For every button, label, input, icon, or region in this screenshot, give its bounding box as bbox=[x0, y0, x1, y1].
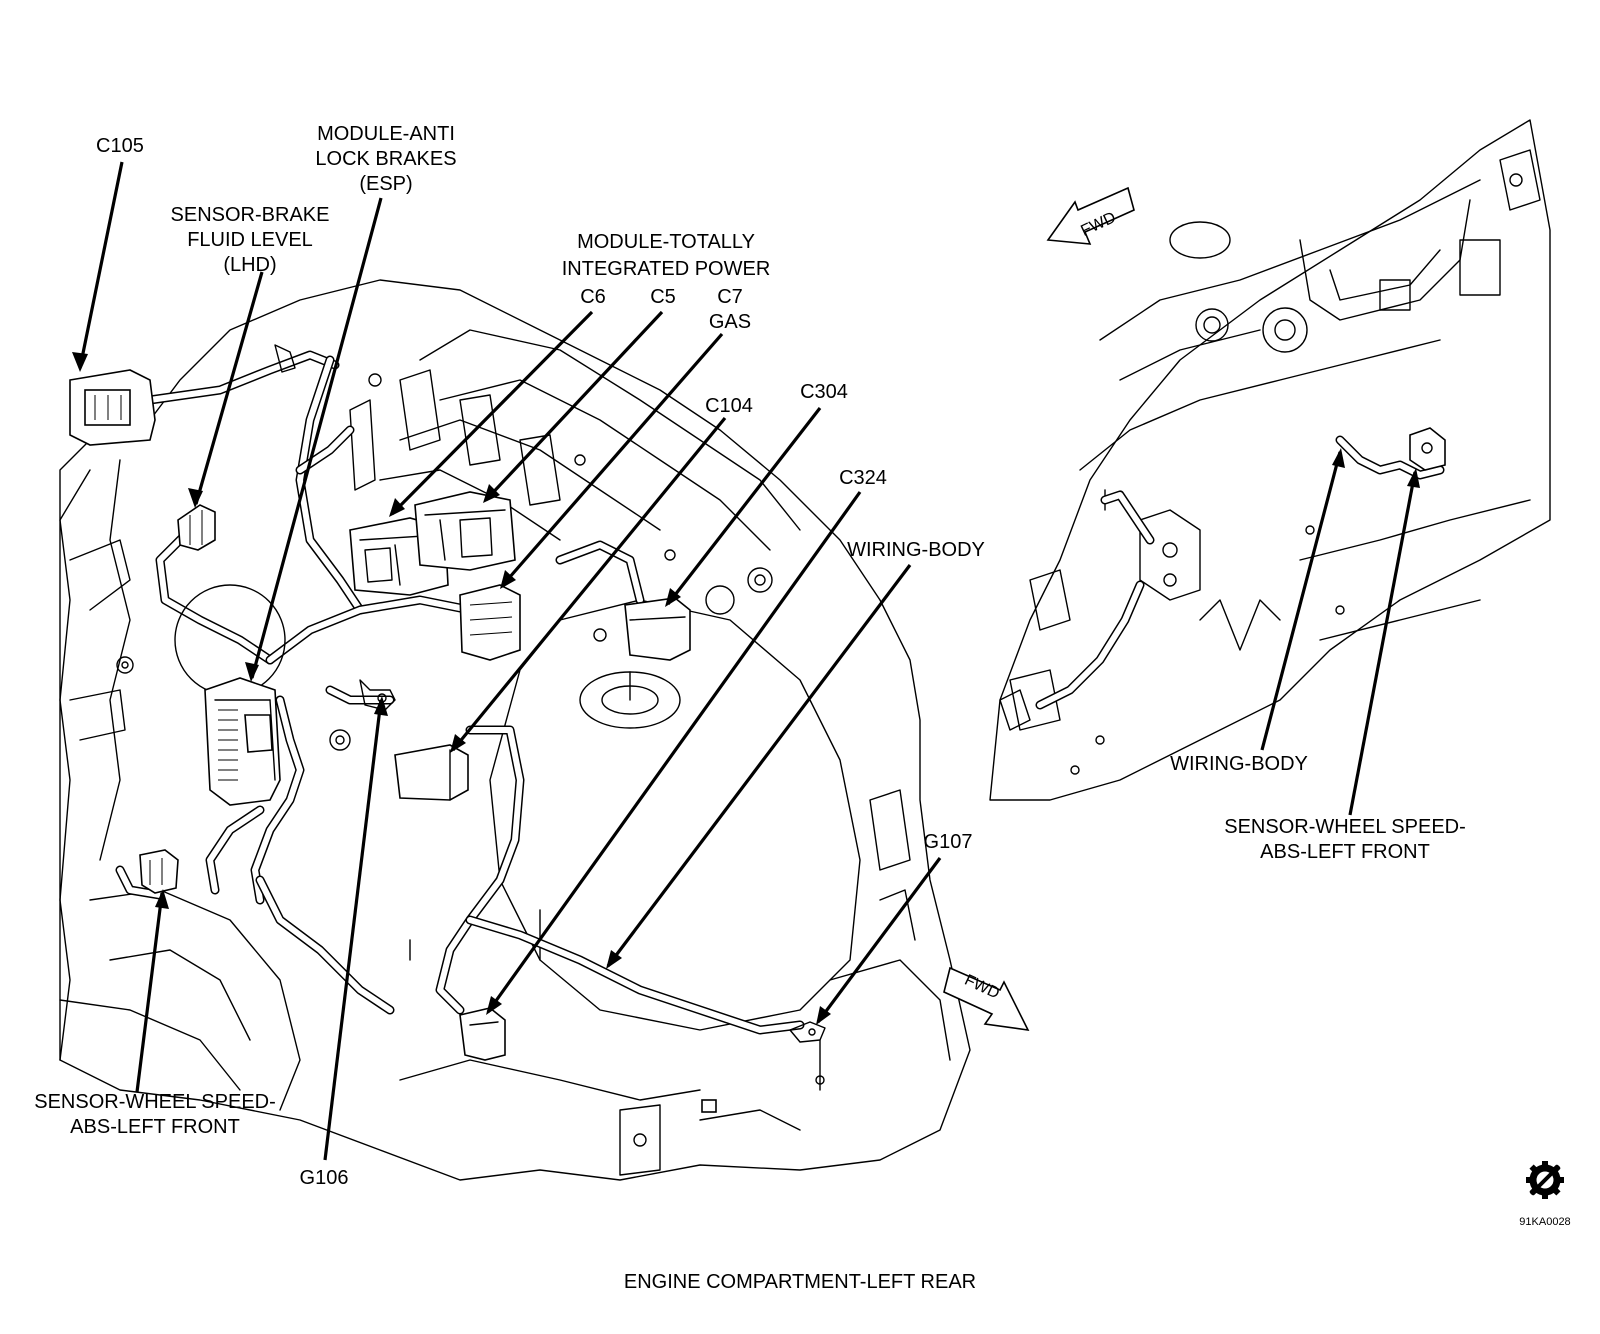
inset-body-structure bbox=[989, 119, 1551, 801]
label-wheel-inset-line1: SENSOR-WHEEL SPEED- bbox=[1224, 816, 1466, 838]
label-c105: C105 bbox=[96, 135, 144, 157]
label-sensor-brake-line1: SENSOR-BRAKE bbox=[171, 204, 330, 226]
diagram-caption: ENGINE COMPARTMENT-LEFT REAR bbox=[624, 1271, 976, 1293]
engine-compartment-body-structure bbox=[59, 279, 971, 1181]
sensor-brake-fluid-level bbox=[174, 504, 286, 696]
label-module-abs-line2: LOCK BRAKES bbox=[315, 148, 456, 170]
label-wheel-inset-line2: ABS-LEFT FRONT bbox=[1260, 841, 1430, 863]
label-module-abs-line1: MODULE-ANTI bbox=[317, 123, 455, 145]
label-wiring-body-main: WIRING-BODY bbox=[847, 539, 985, 561]
label-c324: C324 bbox=[839, 467, 887, 489]
label-c304: C304 bbox=[800, 381, 848, 403]
fwd-arrow-inset: FWD bbox=[1046, 186, 1135, 245]
label-sensor-brake-line2: FLUID LEVEL bbox=[187, 229, 313, 251]
label-module-abs-line3: (ESP) bbox=[359, 173, 412, 195]
connector-c105 bbox=[69, 369, 156, 446]
wiring-harness-main bbox=[115, 344, 826, 1043]
figure-code: 91KA0028 bbox=[1519, 1216, 1570, 1228]
label-module-tip-line1: MODULE-TOTALLY bbox=[577, 231, 755, 253]
label-c7: C7 bbox=[717, 286, 743, 308]
leader-lines-main bbox=[72, 161, 942, 1161]
abs-module bbox=[204, 677, 281, 806]
label-c5: C5 bbox=[650, 286, 676, 308]
label-c6: C6 bbox=[580, 286, 606, 308]
label-wiring-body-inset: WIRING-BODY bbox=[1170, 753, 1308, 775]
gear-wrench-icon bbox=[1526, 1161, 1564, 1199]
label-module-tip-line2: INTEGRATED POWER bbox=[562, 258, 771, 280]
labels-main: C105 MODULE-ANTI LOCK BRAKES (ESP) SENSO… bbox=[34, 123, 985, 1189]
label-g107: G107 bbox=[924, 831, 973, 853]
label-wheel-left-line2: ABS-LEFT FRONT bbox=[70, 1116, 240, 1138]
fwd-arrow-main: FWD bbox=[943, 966, 1030, 1032]
leader-lines-inset bbox=[1260, 448, 1420, 816]
label-c7-gas: GAS bbox=[709, 311, 751, 333]
tipm-connectors bbox=[139, 491, 691, 1061]
label-c104: C104 bbox=[705, 395, 753, 417]
label-wheel-left-line1: SENSOR-WHEEL SPEED- bbox=[34, 1091, 276, 1113]
wiring-harness-inset bbox=[999, 427, 1446, 731]
label-g106: G106 bbox=[300, 1167, 349, 1189]
label-sensor-brake-line3: (LHD) bbox=[223, 254, 276, 276]
labels-inset: WIRING-BODY SENSOR-WHEEL SPEED- ABS-LEFT… bbox=[1170, 753, 1466, 863]
